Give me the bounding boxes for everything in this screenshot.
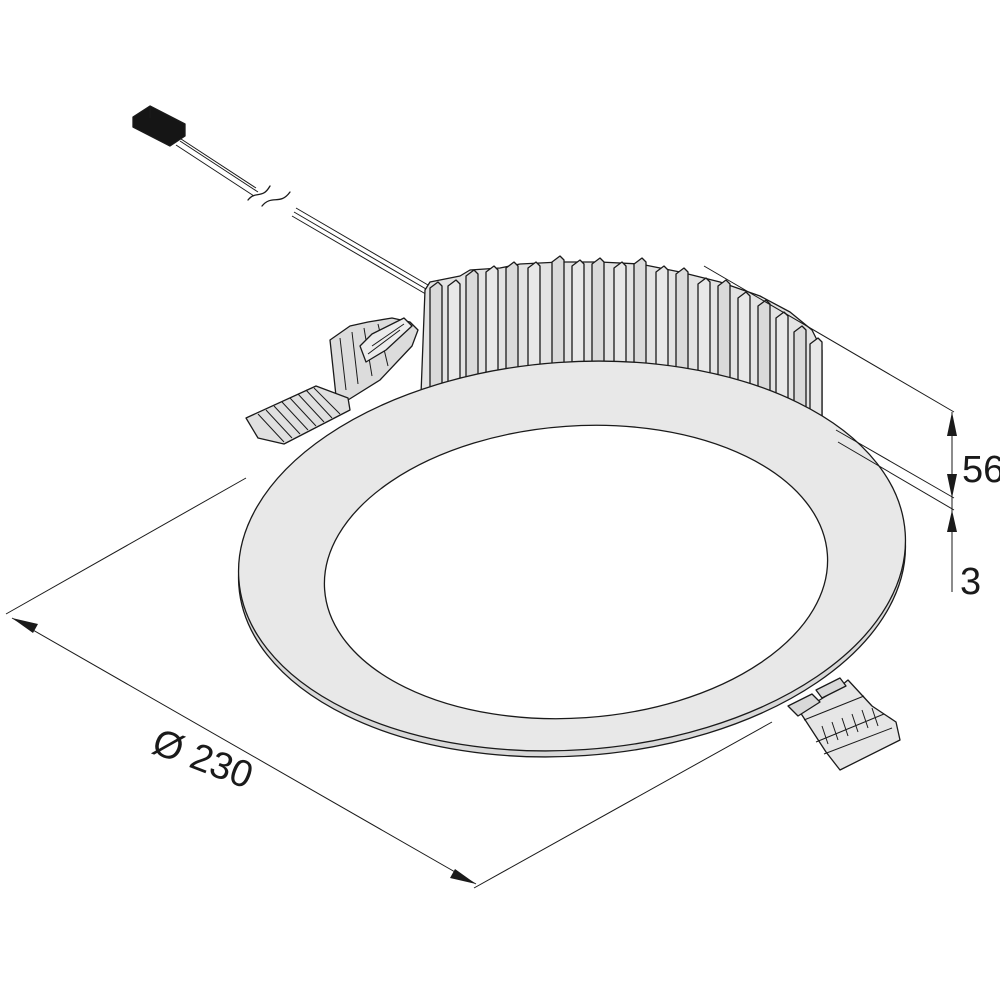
diffuser-lens (323, 424, 829, 720)
height-label: 56 (962, 449, 1000, 491)
extension-line (835, 429, 955, 499)
arrowhead (947, 474, 957, 498)
cable-break-mark (261, 191, 291, 207)
bezel-label: 3 (960, 561, 981, 603)
arrowhead (947, 412, 957, 436)
diameter-label: Ø 230 (147, 721, 259, 797)
cable-connector (132, 105, 186, 147)
arrowhead (12, 618, 38, 633)
spring-clip-left (245, 317, 419, 445)
height-dimension: 56 3 (703, 265, 1000, 603)
extension-line (473, 721, 773, 889)
arrowhead (450, 869, 476, 884)
extension-line (837, 441, 955, 511)
extension-line (5, 477, 247, 615)
extension-line (703, 265, 955, 413)
power-cable (175, 136, 441, 301)
cable-break-mark (247, 185, 271, 201)
spring-clip-right (787, 677, 901, 771)
arrowhead (947, 510, 957, 532)
dimension-line (11, 617, 477, 885)
